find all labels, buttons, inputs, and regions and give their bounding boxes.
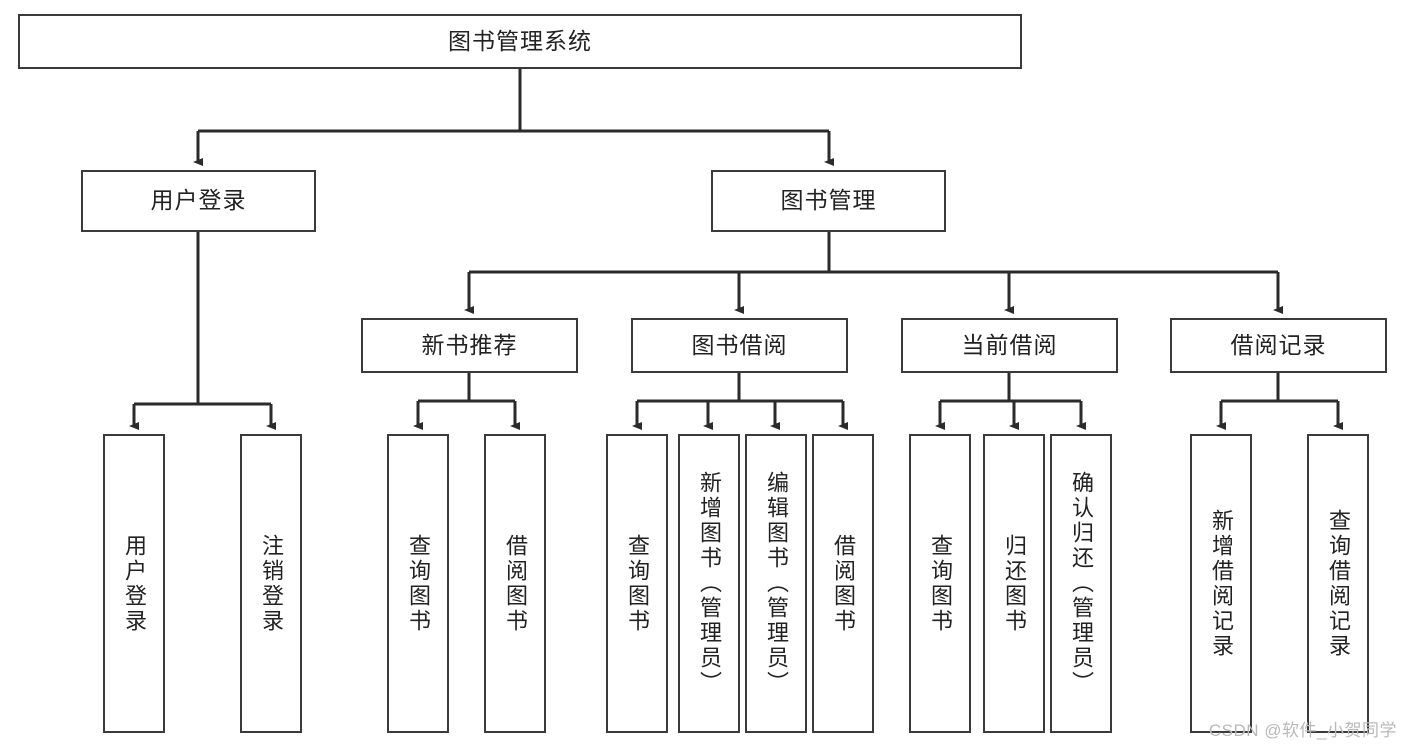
node-new-book-recommend-label: 新书推荐 (421, 331, 518, 358)
leaf-node[interactable]: 编辑图书（管理员） (745, 434, 807, 733)
leaf-node[interactable]: 查询图书 (909, 434, 971, 733)
leaf-node[interactable]: 借阅图书 (484, 434, 546, 733)
leaf-node-label: 借阅图书 (503, 533, 528, 634)
leaf-node-label: 编辑图书（管理员） (764, 471, 789, 696)
leaf-node-label: 查询图书 (928, 533, 953, 634)
leaf-node-label: 新增借阅记录 (1209, 508, 1234, 659)
leaf-node-label: 借阅图书 (831, 533, 856, 634)
node-book-management-label: 图书管理 (780, 187, 877, 214)
node-book-borrow[interactable]: 图书借阅 (631, 318, 848, 373)
leaf-node[interactable]: 查询借阅记录 (1307, 434, 1369, 733)
leaf-node[interactable]: 归还图书 (983, 434, 1045, 733)
leaf-node[interactable]: 新增借阅记录 (1190, 434, 1252, 733)
leaf-node-label: 查询图书 (625, 533, 650, 634)
leaf-node-label: 注销登录 (259, 533, 284, 634)
node-borrow-record[interactable]: 借阅记录 (1170, 318, 1387, 373)
leaf-node[interactable]: 确认归还（管理员） (1050, 434, 1112, 733)
leaf-node-label: 确认归还（管理员） (1069, 471, 1094, 696)
leaf-node[interactable]: 用户登录 (103, 434, 165, 733)
node-root[interactable]: 图书管理系统 (18, 14, 1022, 69)
leaf-node-label: 查询图书 (406, 533, 431, 634)
node-user-login-label: 用户登录 (150, 187, 247, 214)
watermark: CSDN @软件_小贺同学 (1208, 721, 1397, 740)
node-current-borrow-label: 当前借阅 (961, 331, 1058, 358)
node-borrow-record-label: 借阅记录 (1230, 331, 1327, 358)
leaf-node-label: 归还图书 (1002, 533, 1027, 634)
leaf-node-label: 新增图书（管理员） (697, 471, 722, 696)
leaf-node[interactable]: 借阅图书 (812, 434, 874, 733)
node-book-borrow-label: 图书借阅 (691, 331, 788, 358)
leaf-node[interactable]: 注销登录 (240, 434, 302, 733)
node-book-management[interactable]: 图书管理 (711, 170, 946, 232)
leaf-node[interactable]: 查询图书 (606, 434, 668, 733)
node-root-label: 图书管理系统 (448, 27, 592, 54)
leaf-node[interactable]: 查询图书 (387, 434, 449, 733)
node-current-borrow[interactable]: 当前借阅 (901, 318, 1118, 373)
node-user-login[interactable]: 用户登录 (81, 170, 316, 232)
leaf-node-label: 用户登录 (122, 533, 147, 634)
leaf-node-label: 查询借阅记录 (1326, 508, 1351, 659)
leaf-node[interactable]: 新增图书（管理员） (678, 434, 740, 733)
node-new-book-recommend[interactable]: 新书推荐 (361, 318, 578, 373)
